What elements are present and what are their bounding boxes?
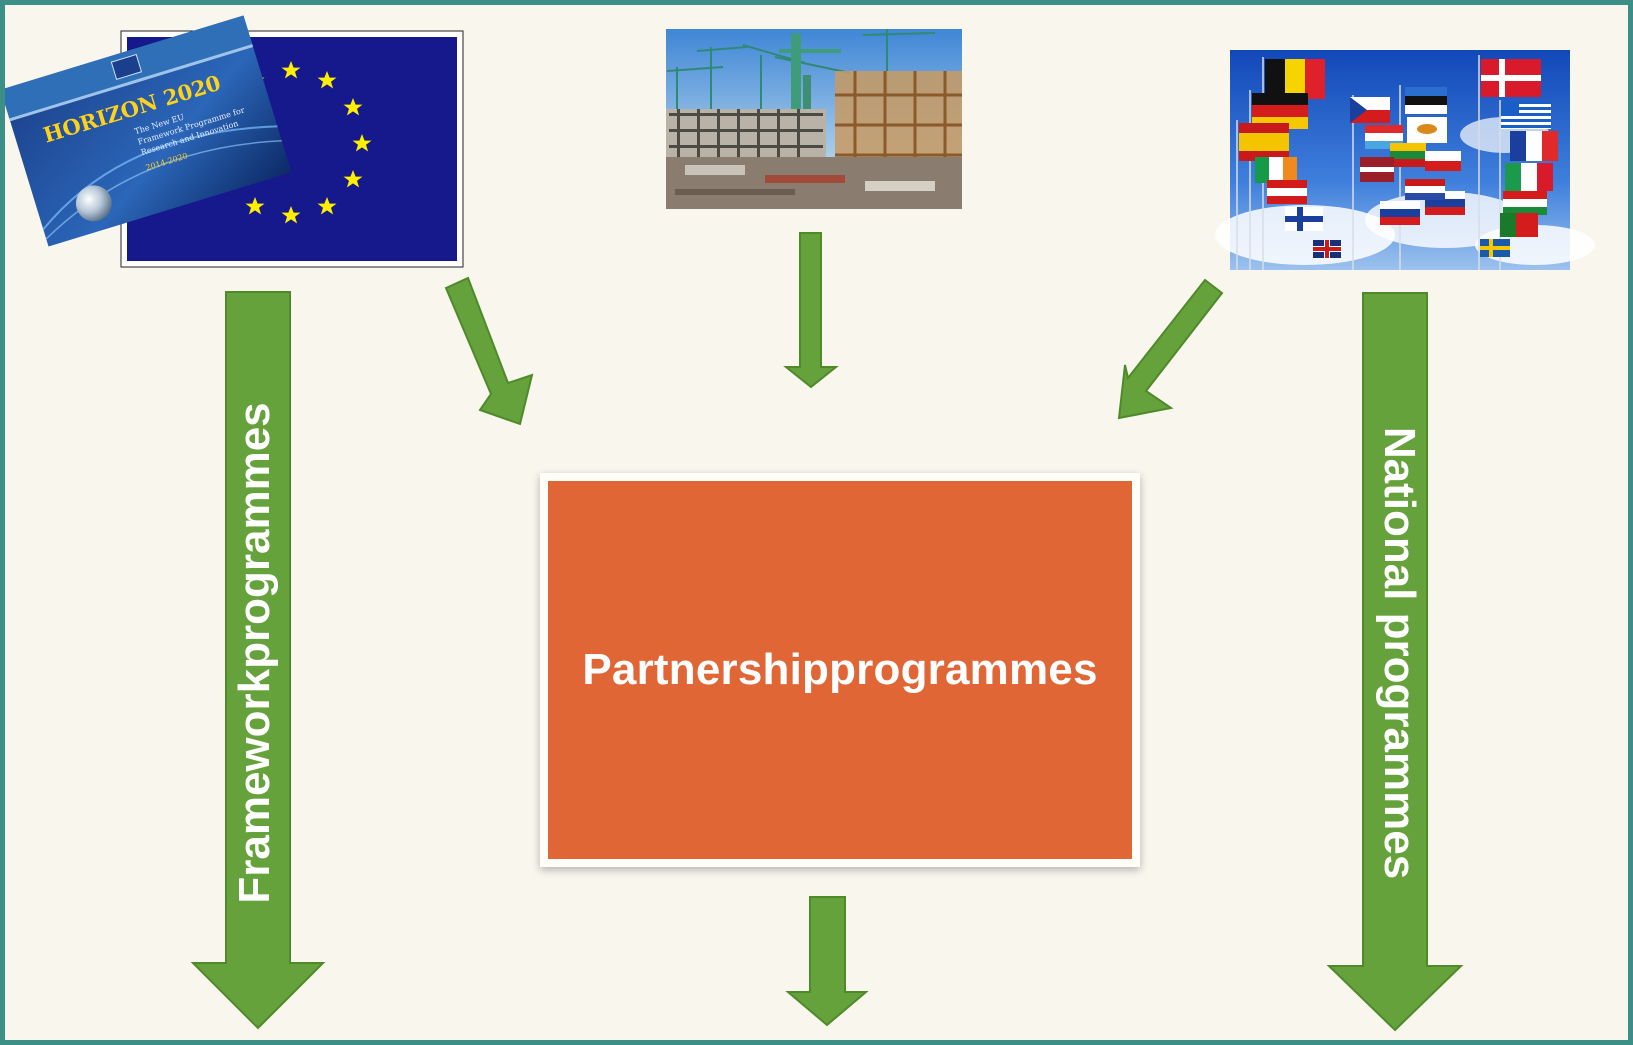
- diagram-canvas: HORIZON 2020 The New EU Framework Progra…: [5, 15, 1595, 1032]
- top-center-arrow: [783, 232, 839, 389]
- horizon-2020-brochure: HORIZON 2020 The New EU Framework Progra…: [5, 15, 292, 247]
- left-diagonal-arrow: [444, 276, 534, 426]
- national-programmes-label: National programmes: [1375, 426, 1424, 880]
- center-down-arrow: [785, 896, 869, 1027]
- left-down-arrow: [190, 291, 326, 1030]
- flags-image: [1215, 50, 1595, 270]
- right-diagonal-arrow: [1117, 278, 1224, 420]
- partnership-box: Partnershipprogrammes: [540, 473, 1140, 867]
- slide: HORIZON 2020 The New EU Framework Progra…: [5, 5, 1628, 1040]
- partnership-box-fill: Partnershipprogrammes: [548, 481, 1132, 859]
- construction-site-image: [666, 29, 962, 209]
- partnership-label: Partnershipprogrammes: [582, 645, 1098, 694]
- eu-flag-image: HORIZON 2020 The New EU Framework Progra…: [5, 15, 464, 268]
- frameworkprogrammes-label: Frameworkprogrammes: [230, 402, 279, 904]
- right-down-arrow: [1326, 292, 1464, 1032]
